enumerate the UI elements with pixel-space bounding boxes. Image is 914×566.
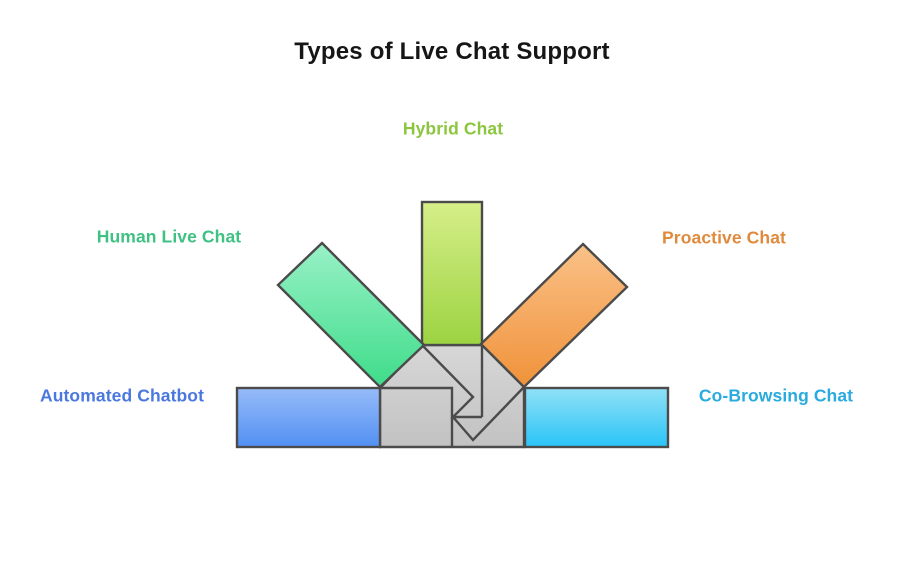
arrowheads-inner-edges [380, 344, 525, 447]
label-human-live-chat: Human Live Chat [96, 226, 242, 247]
label-hybrid-chat: Hybrid Chat [402, 118, 504, 139]
human-live-chat-shaft [276, 241, 426, 389]
proactive-chat-shaft [479, 242, 629, 389]
automated-chatbot-shaft [235, 386, 382, 449]
co-browsing-chat-shaft [523, 386, 670, 449]
label-co-browsing-chat: Co-Browsing Chat [698, 385, 854, 406]
hybrid-chat-shaft [420, 200, 484, 347]
page-title: Types of Live Chat Support [294, 38, 610, 65]
label-automated-chatbot: Automated Chatbot [39, 385, 205, 406]
label-proactive-chat: Proactive Chat [662, 227, 786, 248]
